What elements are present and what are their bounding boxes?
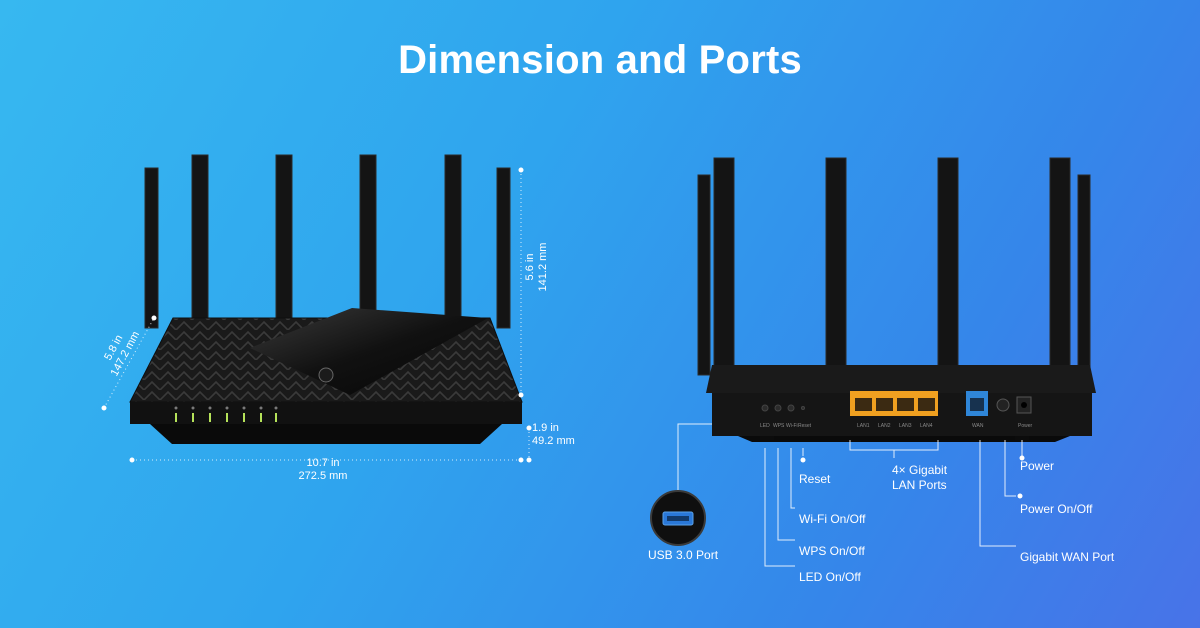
thickness-imperial: 1.9 in [532, 422, 559, 434]
power-label: Power [1020, 459, 1055, 473]
thickness-metric: 49.2 mm [532, 435, 575, 447]
wifi-onoff-label: Wi-Fi On/Off [799, 512, 866, 526]
wan-callout-line [979, 440, 1016, 547]
front-router-gloss-panel [250, 308, 488, 395]
reset-button-hole [801, 406, 805, 410]
thickness-dimension-label: 1.9 in 49.2 mm [532, 422, 575, 448]
width-dimension-label: 10.7 in 272.5 mm [283, 457, 363, 483]
front-antenna-6 [496, 167, 511, 329]
wifi-callout-line [790, 448, 795, 509]
wps-onoff-label: WPS On/Off [799, 544, 865, 558]
usb-port-label: USB 3.0 Port [648, 548, 719, 562]
rear-router-base [738, 436, 1070, 442]
lan-ports [855, 398, 935, 411]
gigabit-wan-port-label: Gigabit WAN Port [1020, 550, 1115, 564]
rear-foot-left [760, 436, 774, 440]
tplink-logo-icon [318, 367, 334, 383]
rear-lan-label-1: LAN1 [857, 423, 870, 429]
power-switch [996, 398, 1010, 412]
rear-lan-label-4: LAN4 [920, 423, 933, 429]
front-leds [175, 413, 277, 422]
page-title: Dimension and Ports [398, 38, 802, 82]
rear-button-label-led: LED [760, 423, 770, 429]
lan-ports-label-line1: 4× Gigabit [892, 463, 948, 477]
wan-port [970, 398, 984, 411]
rear-antennas [697, 157, 1091, 377]
width-metric: 272.5 mm [298, 470, 348, 482]
front-antenna-1 [144, 167, 159, 329]
rear-lan-label-2: LAN2 [878, 423, 891, 429]
rear-button-label-wps: WPS [773, 423, 785, 429]
rear-foot-right [1015, 436, 1029, 440]
width-imperial: 10.7 in [306, 457, 340, 469]
rear-router-top [706, 365, 1096, 393]
lan-ports-label-line2: LAN Ports [892, 478, 947, 492]
rear-lan-label-3: LAN3 [899, 423, 912, 429]
front-router-base [150, 424, 502, 444]
led-onoff-label: LED On/Off [799, 570, 861, 584]
rear-power-label: Power [1018, 423, 1033, 429]
front-antennas [144, 154, 511, 329]
rear-wan-label: WAN [972, 423, 984, 429]
usb-callout-line [677, 423, 712, 492]
power-onoff-label: Power On/Off [1020, 502, 1093, 516]
dimension-lines [101, 167, 532, 463]
rear-button-label-reset: Reset [798, 423, 812, 429]
rear-buttons [761, 404, 805, 412]
power-onoff-callout-line [1004, 440, 1016, 497]
lan-callout-line [849, 440, 939, 451]
wps-callout-line [777, 448, 795, 541]
led-button [761, 404, 769, 412]
rear-button-label-wifi: Wi-Fi [786, 423, 798, 429]
wifi-button [787, 404, 795, 412]
wps-button [774, 404, 782, 412]
front-led-icons [174, 406, 278, 410]
lan-ports-label: 4× Gigabit LAN Ports [892, 463, 947, 493]
reset-label: Reset [799, 472, 831, 486]
led-callout-line [764, 448, 795, 567]
rear-antenna-1 [697, 174, 711, 376]
